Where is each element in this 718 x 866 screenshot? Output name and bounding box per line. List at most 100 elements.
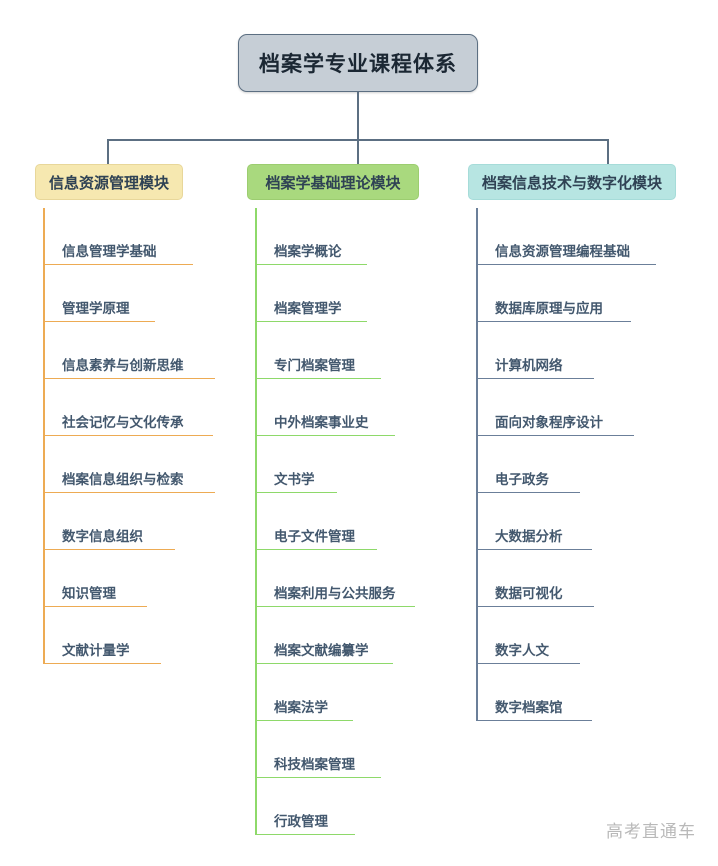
list-item[interactable]: 档案法学 xyxy=(255,664,447,721)
item-underline xyxy=(255,833,355,835)
course-label: 档案信息组织与检索 xyxy=(62,471,184,487)
item-underline xyxy=(476,662,580,664)
module-1-spine xyxy=(43,208,45,664)
item-underline xyxy=(476,548,592,550)
course-label: 计算机网络 xyxy=(495,357,563,373)
module-2-spine xyxy=(255,208,257,835)
connector-drop-module-1 xyxy=(107,140,109,166)
list-item[interactable]: 档案学概论 xyxy=(255,208,447,265)
course-label: 科技档案管理 xyxy=(274,756,355,772)
item-underline xyxy=(255,719,353,721)
course-label: 行政管理 xyxy=(274,813,328,829)
watermark: 高考直通车 xyxy=(606,822,696,841)
list-item[interactable]: 数据可视化 xyxy=(476,550,688,607)
course-label: 档案利用与公共服务 xyxy=(274,585,396,601)
course-label: 社会记忆与文化传承 xyxy=(62,414,184,430)
course-label: 面向对象程序设计 xyxy=(495,414,603,430)
course-label: 档案文献编纂学 xyxy=(274,642,369,658)
list-item[interactable]: 科技档案管理 xyxy=(255,721,447,778)
module-header-1-label: 信息资源管理模块 xyxy=(48,174,169,192)
list-item[interactable]: 档案管理学 xyxy=(255,265,447,322)
list-item[interactable]: 电子政务 xyxy=(476,436,688,493)
list-item[interactable]: 文献计量学 xyxy=(43,607,235,664)
list-item[interactable]: 专门档案管理 xyxy=(255,322,447,379)
item-underline xyxy=(43,491,215,493)
item-underline xyxy=(476,320,631,322)
list-item[interactable]: 知识管理 xyxy=(43,550,235,607)
item-underline xyxy=(476,491,580,493)
list-item[interactable]: 文书学 xyxy=(255,436,447,493)
item-underline xyxy=(43,605,147,607)
list-item[interactable]: 面向对象程序设计 xyxy=(476,379,688,436)
module-header-1[interactable]: 信息资源管理模块 xyxy=(35,164,183,200)
list-item[interactable]: 数据库原理与应用 xyxy=(476,265,688,322)
course-label: 大数据分析 xyxy=(495,528,563,544)
module-column-3: 档案信息技术与数字化模块 信息资源管理编程基础 数据库原理与应用 计算机网络 面… xyxy=(468,164,688,721)
course-label: 信息资源管理编程基础 xyxy=(495,243,630,259)
course-label: 专门档案管理 xyxy=(274,357,355,373)
item-underline xyxy=(476,377,594,379)
module-3-spine xyxy=(476,208,478,721)
root-node-label: 档案学专业课程体系 xyxy=(259,53,457,76)
item-underline xyxy=(255,377,381,379)
course-label: 文书学 xyxy=(274,471,315,487)
item-underline xyxy=(43,662,161,664)
course-label: 数据可视化 xyxy=(495,585,563,601)
course-label: 信息素养与创新思维 xyxy=(62,357,184,373)
item-underline xyxy=(255,263,367,265)
list-item[interactable]: 电子文件管理 xyxy=(255,493,447,550)
course-label: 信息管理学基础 xyxy=(62,243,157,259)
course-label: 管理学原理 xyxy=(62,300,130,316)
list-item[interactable]: 大数据分析 xyxy=(476,493,688,550)
list-item[interactable]: 行政管理 xyxy=(255,778,447,835)
module-3-item-list: 信息资源管理编程基础 数据库原理与应用 计算机网络 面向对象程序设计 电子政务 … xyxy=(468,208,688,721)
list-item[interactable]: 信息管理学基础 xyxy=(43,208,235,265)
module-column-2: 档案学基础理论模块 档案学概论 档案管理学 专门档案管理 中外档案事业史 文书学 xyxy=(247,164,447,835)
item-underline xyxy=(43,377,215,379)
list-item[interactable]: 管理学原理 xyxy=(43,265,235,322)
list-item[interactable]: 信息素养与创新思维 xyxy=(43,322,235,379)
item-underline xyxy=(255,320,367,322)
list-item[interactable]: 数字档案馆 xyxy=(476,664,688,721)
item-underline xyxy=(255,662,393,664)
list-item[interactable]: 社会记忆与文化传承 xyxy=(43,379,235,436)
list-item[interactable]: 计算机网络 xyxy=(476,322,688,379)
list-item[interactable]: 数字信息组织 xyxy=(43,493,235,550)
item-underline xyxy=(476,263,656,265)
module-1-item-list: 信息管理学基础 管理学原理 信息素养与创新思维 社会记忆与文化传承 档案信息组织… xyxy=(35,208,235,664)
module-header-2[interactable]: 档案学基础理论模块 xyxy=(247,164,419,200)
list-item[interactable]: 信息资源管理编程基础 xyxy=(476,208,688,265)
item-underline xyxy=(476,434,634,436)
module-header-3-label: 档案信息技术与数字化模块 xyxy=(481,174,662,192)
item-underline xyxy=(43,320,155,322)
course-label: 电子政务 xyxy=(495,471,549,487)
course-label: 数字信息组织 xyxy=(62,528,143,544)
list-item[interactable]: 档案文献编纂学 xyxy=(255,607,447,664)
module-2-item-list: 档案学概论 档案管理学 专门档案管理 中外档案事业史 文书学 电子文件管理 xyxy=(247,208,447,835)
item-underline xyxy=(476,605,594,607)
list-item[interactable]: 数字人文 xyxy=(476,607,688,664)
item-underline xyxy=(43,263,193,265)
course-label: 电子文件管理 xyxy=(274,528,355,544)
course-label: 知识管理 xyxy=(62,585,116,601)
course-label: 中外档案事业史 xyxy=(274,414,369,430)
module-column-1: 信息资源管理模块 信息管理学基础 管理学原理 信息素养与创新思维 社会记忆与文化… xyxy=(35,164,235,664)
root-node: 档案学专业课程体系 xyxy=(238,34,478,92)
item-underline xyxy=(43,434,213,436)
item-underline xyxy=(255,491,337,493)
course-label: 数据库原理与应用 xyxy=(495,300,603,316)
item-underline xyxy=(476,719,592,721)
list-item[interactable]: 档案信息组织与检索 xyxy=(43,436,235,493)
list-item[interactable]: 档案利用与公共服务 xyxy=(255,550,447,607)
course-label: 数字档案馆 xyxy=(495,699,563,715)
item-underline xyxy=(255,605,415,607)
list-item[interactable]: 中外档案事业史 xyxy=(255,379,447,436)
item-underline xyxy=(255,434,395,436)
module-header-3[interactable]: 档案信息技术与数字化模块 xyxy=(468,164,676,200)
item-underline xyxy=(43,548,175,550)
connector-trunk xyxy=(357,92,359,140)
course-label: 档案管理学 xyxy=(274,300,342,316)
connector-drop-module-2 xyxy=(357,140,359,166)
course-label: 档案法学 xyxy=(274,699,328,715)
